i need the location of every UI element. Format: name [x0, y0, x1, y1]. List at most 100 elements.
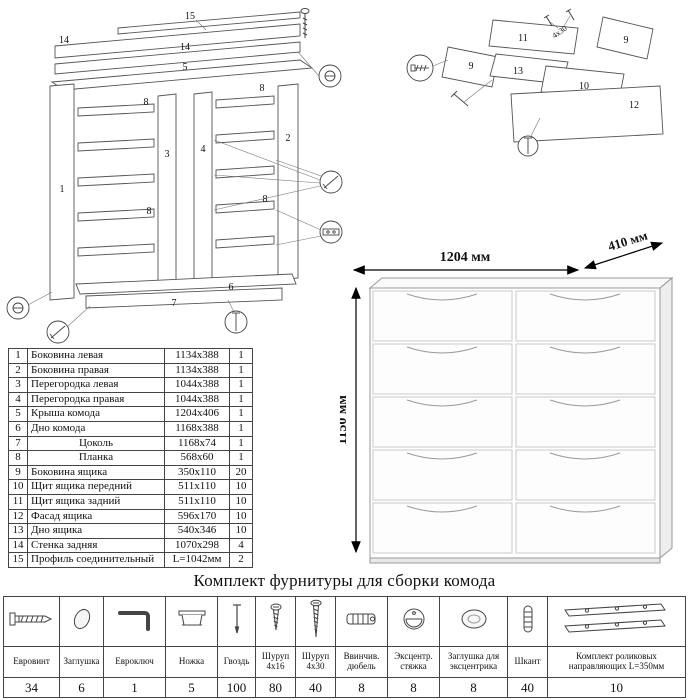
euroscrew-icon	[9, 612, 52, 626]
drawer-back-part	[488, 19, 579, 55]
part-num: 6	[8, 420, 28, 437]
hardware-qty: 100	[217, 677, 256, 698]
dresser-base	[369, 557, 661, 564]
part-name: Крыша комода	[27, 406, 165, 422]
part-qty: 1	[229, 420, 253, 437]
hardware-icon-cell	[439, 596, 508, 647]
part-qty: 20	[229, 464, 253, 481]
dowel-sleeve-icon	[346, 613, 375, 625]
hardware-label: Шуруп 4x30	[295, 646, 336, 678]
drawer-front	[515, 343, 656, 395]
part-name: Дно комода	[27, 420, 165, 437]
part-label: 1	[60, 184, 65, 195]
cam-lock-callout-icon	[318, 64, 342, 88]
part-num: 13	[8, 523, 28, 539]
hardware-icon-cell	[295, 596, 336, 647]
part-num: 5	[8, 406, 28, 422]
hardware-icon-cell	[255, 596, 296, 647]
plinth-part	[85, 287, 283, 309]
cam-cap-icon	[461, 609, 486, 629]
part-size: 511x110	[164, 493, 230, 510]
screw-short-icon	[270, 603, 281, 631]
part-num: 10	[8, 479, 28, 495]
part-qty: 1	[229, 435, 253, 452]
part-size: 540x346	[164, 523, 230, 539]
wood-pin-icon	[523, 605, 532, 633]
part-qty: 1	[229, 362, 253, 379]
part-label: 11	[518, 33, 528, 44]
part-size: 568x60	[164, 450, 230, 466]
hardware-qty: 40	[295, 677, 336, 698]
hardware-icon-cell	[547, 596, 686, 647]
drawer-front	[372, 343, 513, 395]
nail-icon	[232, 604, 241, 634]
right-side-part	[277, 83, 299, 281]
hardware-label-row: Евровинт Заглушка Евроключ Ножка Гвоздь …	[3, 646, 686, 678]
screw-callout-icon	[224, 310, 248, 334]
hardware-label: Ножка	[165, 646, 218, 678]
part-size: 1134x388	[164, 362, 230, 379]
back-wall-part	[54, 41, 301, 75]
hardware-label: Ввинчив. дюбель	[335, 646, 388, 678]
part-num: 14	[8, 537, 28, 554]
drawer-side-part	[596, 16, 654, 60]
hardware-label: Эксцентр. стяжка	[387, 646, 440, 678]
hardware-icon-cell	[217, 596, 256, 647]
height-dimension-label: 1150 мм	[340, 395, 350, 445]
profile-part	[117, 11, 301, 35]
screw-icon	[300, 8, 310, 38]
drawer-front	[372, 396, 513, 448]
part-name: Стенка задняя	[27, 537, 165, 554]
part-name: Цоколь	[27, 435, 165, 452]
part-qty: 10	[229, 493, 253, 510]
part-name: Планка	[27, 450, 165, 466]
part-size: 596x170	[164, 508, 230, 525]
part-name: Боковина ящика	[27, 464, 165, 481]
part-size: 1204x406	[164, 406, 230, 422]
hardware-qty: 1	[103, 677, 166, 698]
part-num: 8	[8, 450, 28, 466]
part-num: 11	[8, 493, 28, 510]
rail-callout-icon	[319, 220, 343, 244]
part-num: 7	[8, 435, 28, 452]
part-qty: 2	[229, 552, 253, 568]
rail-part	[215, 200, 275, 214]
part-label: 9	[624, 35, 629, 46]
hardware-kit-title: Комплект фурнитуры для сборки комода	[193, 571, 496, 590]
part-qty: 4	[229, 537, 253, 554]
part-size: 1044x388	[164, 377, 230, 393]
drawer-front	[372, 502, 513, 554]
part-label: 8	[260, 83, 265, 94]
plug-icon	[73, 608, 90, 630]
part-name: Перегородка правая	[27, 391, 165, 408]
hardware-qty: 5	[165, 677, 218, 698]
part-name: Дно ящика	[27, 523, 165, 539]
hardware-qty: 34	[3, 677, 60, 698]
part-name: Щит ящика задний	[27, 493, 165, 510]
drawer-grid	[372, 290, 656, 554]
dresser-side-face	[659, 276, 673, 560]
partition-part	[157, 93, 177, 291]
drawer-front	[515, 449, 656, 501]
rail-part	[215, 95, 275, 109]
hardware-qty-row: 34 6 1 5 100 80 40 8 8 8 40 10	[3, 677, 686, 698]
part-name: Перегородка левая	[27, 377, 165, 393]
partition-part	[193, 91, 213, 289]
part-label: 6	[229, 282, 234, 293]
part-label: 3	[165, 149, 170, 160]
part-num: 12	[8, 508, 28, 525]
part-qty: 1	[229, 406, 253, 422]
rail-part	[215, 130, 275, 144]
rail-part	[77, 103, 155, 117]
part-qty: 1	[229, 348, 253, 364]
part-name: Боковина левая	[27, 348, 165, 364]
hardware-label: Заглушка	[59, 646, 104, 678]
